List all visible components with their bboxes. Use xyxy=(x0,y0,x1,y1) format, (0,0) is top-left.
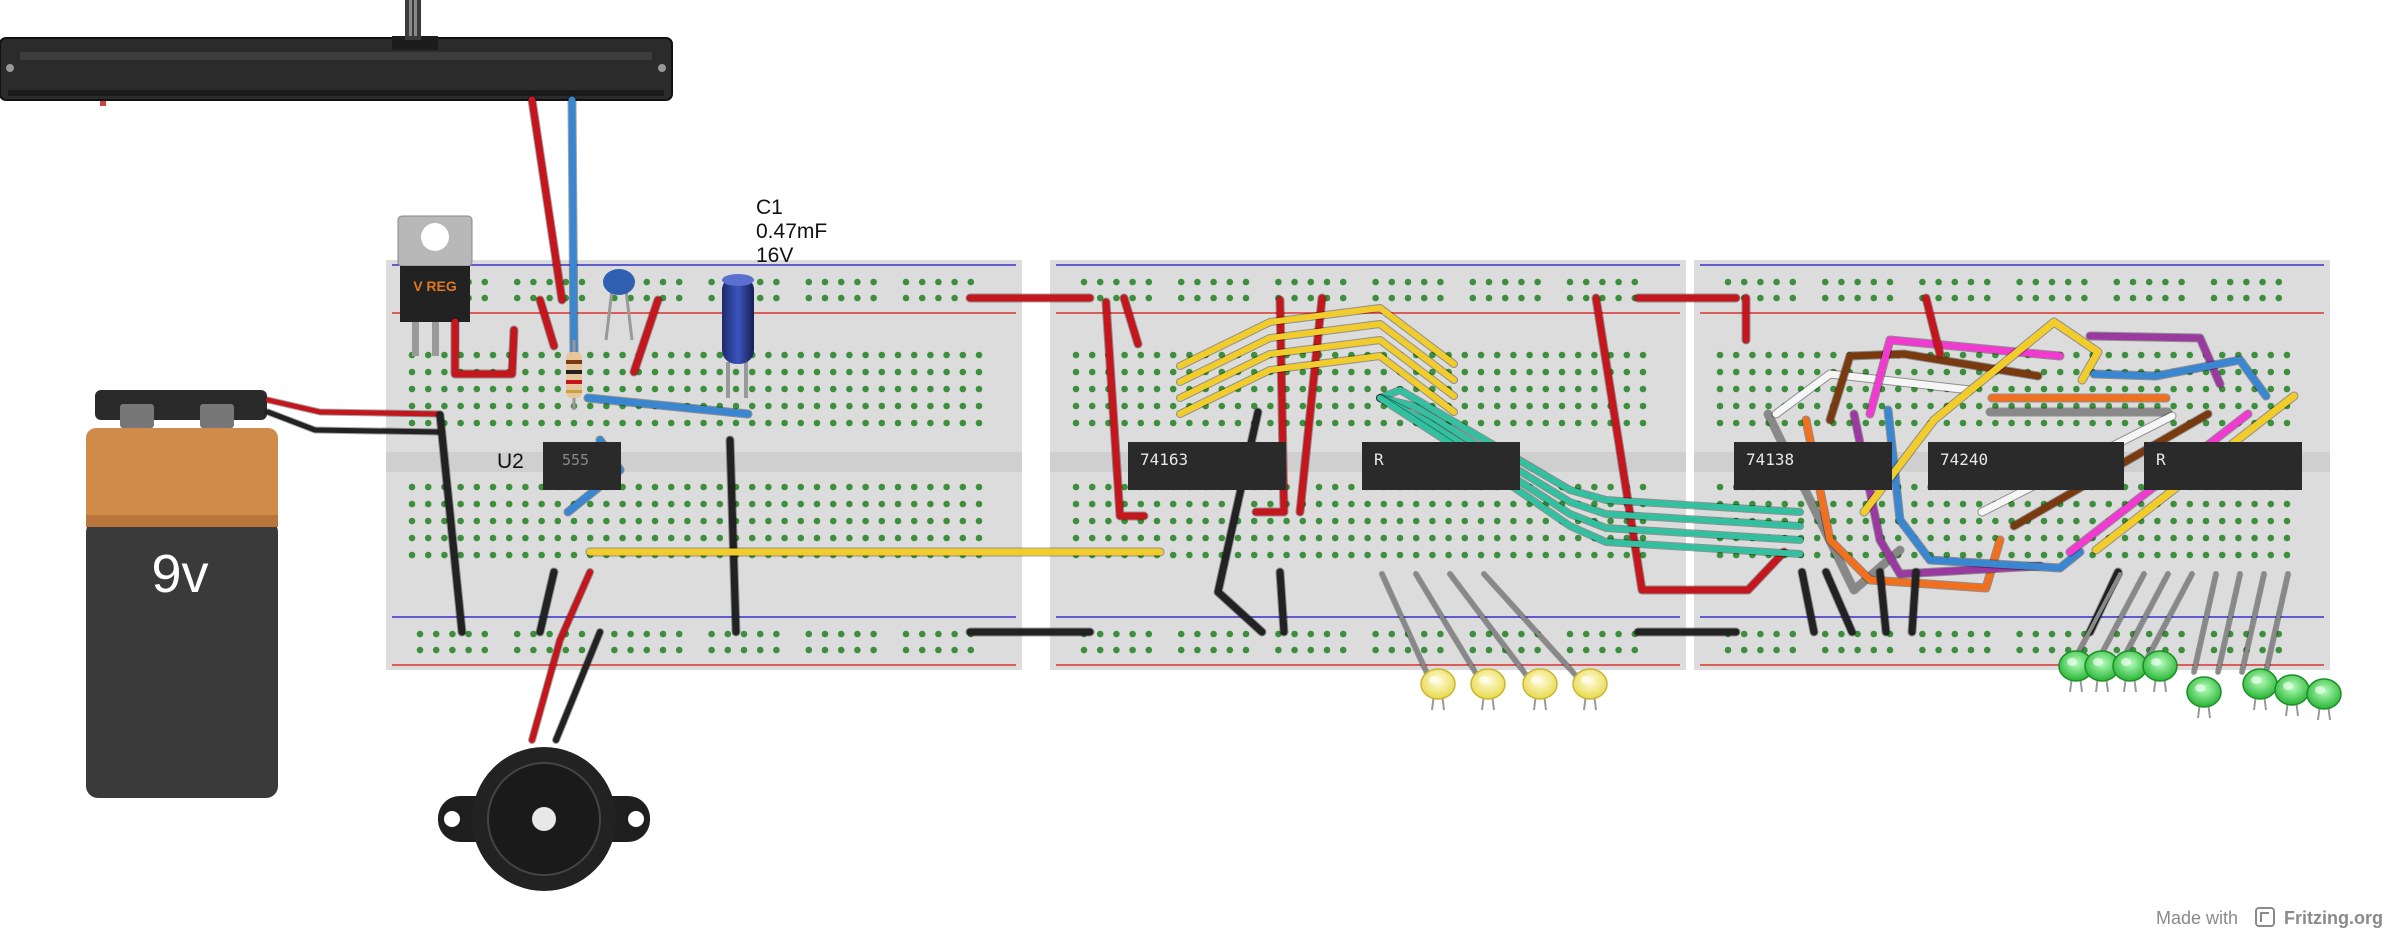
mid-gray-2[interactable] xyxy=(1414,572,1482,682)
mid-teal-1[interactable] xyxy=(1377,387,1803,515)
chip-r1-label: R xyxy=(1374,450,1384,469)
mid-yellow-2[interactable] xyxy=(1177,337,1457,401)
piezo-buzzer[interactable] xyxy=(438,747,650,891)
voltage-regulator[interactable] xyxy=(397,215,473,356)
right-pink-1[interactable] xyxy=(1866,336,2064,418)
right-gray-lead-8[interactable] xyxy=(2264,572,2290,674)
chip-resistor-network-2[interactable] xyxy=(2144,442,2302,490)
buzzer-red[interactable] xyxy=(529,569,593,743)
mid-teal-2[interactable] xyxy=(1377,395,1803,529)
left-black-3[interactable] xyxy=(726,436,740,636)
mid-gray-4[interactable] xyxy=(1482,572,1582,682)
mid-yellow-3[interactable] xyxy=(1177,321,1457,385)
pot-red-wire[interactable] xyxy=(528,96,566,304)
mid-teal-3[interactable] xyxy=(1377,395,1803,543)
right-black-1[interactable] xyxy=(1798,568,1818,636)
mid-yellow-1[interactable] xyxy=(1177,353,1457,417)
chip-555[interactable] xyxy=(543,442,621,490)
mid-red-1[interactable] xyxy=(1102,298,1148,520)
reg-red-wire[interactable] xyxy=(451,318,518,378)
pot-blue-wire[interactable] xyxy=(568,96,578,356)
led-yellow-3[interactable] xyxy=(1522,668,1558,711)
left-black-1[interactable] xyxy=(436,411,466,636)
mid-gray-1[interactable] xyxy=(1380,572,1432,682)
battery-label: 9v xyxy=(151,544,208,604)
chip-74138[interactable] xyxy=(1734,442,1892,490)
buzzer-black[interactable] xyxy=(553,629,603,743)
u2-label: U2 xyxy=(497,450,524,473)
chip-resistor-network-1[interactable] xyxy=(1362,442,1520,490)
led-green-1[interactable] xyxy=(2058,650,2094,693)
ceramic-capacitor[interactable] xyxy=(603,269,635,341)
slide-potentiometer[interactable] xyxy=(0,0,673,106)
led-yellow-2[interactable] xyxy=(1470,668,1506,711)
led-green-5[interactable] xyxy=(2186,676,2222,719)
battery-black-lead[interactable] xyxy=(265,409,443,435)
electrolytic-capacitor[interactable] xyxy=(722,274,754,398)
right-black-2[interactable] xyxy=(1822,568,1856,636)
right-blue-2[interactable] xyxy=(2090,356,2270,400)
right-gray-lead-5[interactable] xyxy=(2192,572,2218,674)
capacitor-value: 0.47mF xyxy=(756,220,827,243)
mid-black-2[interactable] xyxy=(1276,568,1288,636)
right-white-1[interactable] xyxy=(1772,370,1974,418)
right-gray-lead-7[interactable] xyxy=(2240,572,2266,674)
left-black-2[interactable] xyxy=(536,568,558,636)
left-red-1[interactable] xyxy=(536,296,558,350)
left-blue-1[interactable] xyxy=(584,394,752,418)
capacitor-voltage: 16V xyxy=(756,244,793,267)
footer-made-with: Made with xyxy=(2156,908,2238,928)
led-yellow-4[interactable] xyxy=(1572,668,1608,711)
right-yellow-1[interactable] xyxy=(1860,318,2102,516)
footer-brand: Fritzing.org xyxy=(2284,908,2383,928)
mid-gray-3[interactable] xyxy=(1448,572,1532,682)
right-black-3[interactable] xyxy=(1876,568,1890,636)
right-brown-1[interactable] xyxy=(1826,350,2042,424)
led-green-4[interactable] xyxy=(2142,650,2178,693)
capacitor-ref: C1 xyxy=(756,196,783,219)
mid-red-2[interactable] xyxy=(1120,294,1142,348)
battery-red-lead[interactable] xyxy=(265,397,443,417)
led-yellow-1[interactable] xyxy=(1420,668,1456,711)
right-blue-1[interactable] xyxy=(1884,406,2084,572)
resistor[interactable] xyxy=(566,340,582,410)
breadboard-1 xyxy=(386,260,1022,670)
led-green-3[interactable] xyxy=(2112,650,2148,693)
chip-74240-label: 74240 xyxy=(1940,450,1988,469)
mid-red-long[interactable] xyxy=(1592,294,1788,594)
right-purple-2[interactable] xyxy=(2086,332,2224,388)
right-black-4[interactable] xyxy=(1908,568,1920,636)
right-gray-lead-6[interactable] xyxy=(2216,572,2242,674)
chip-74163[interactable] xyxy=(1128,442,1286,490)
led-green-2[interactable] xyxy=(2084,650,2120,693)
led-green-7[interactable] xyxy=(2274,674,2310,717)
chip-74138-label: 74138 xyxy=(1746,450,1794,469)
regulator-label: V REG xyxy=(413,278,457,294)
chip-555-label: 555 xyxy=(562,451,589,469)
chip-74163-label: 74163 xyxy=(1140,450,1188,469)
led-green-6[interactable] xyxy=(2242,668,2278,711)
right-red-1[interactable] xyxy=(1922,294,1944,358)
led-green-8[interactable] xyxy=(2306,678,2342,721)
fritzing-logo-icon xyxy=(2255,907,2275,927)
left-red-2[interactable] xyxy=(630,296,662,376)
mid-yellow-4[interactable] xyxy=(1177,305,1457,369)
chip-74240[interactable] xyxy=(1928,442,2124,490)
mid-teal-4[interactable] xyxy=(1377,395,1803,557)
battery-9v[interactable] xyxy=(86,390,278,798)
chip-r2-label: R xyxy=(2156,450,2166,469)
